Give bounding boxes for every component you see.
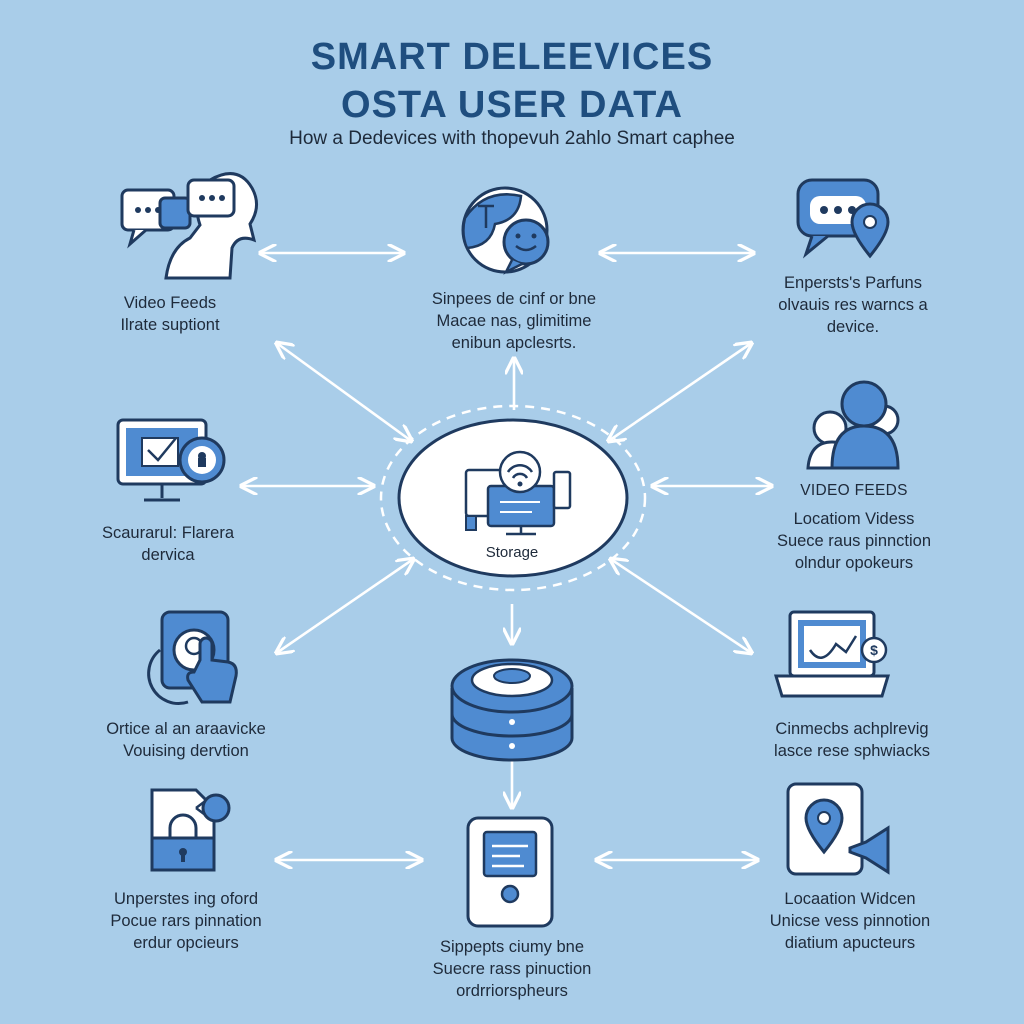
phone-device-icon bbox=[466, 816, 554, 928]
node-low-left-label: Ortice al an araavicke Vouising dervtion bbox=[78, 718, 294, 762]
node-line: Suece raus pinnction bbox=[776, 532, 932, 550]
node-top-right-label: Enpersts's Parfuns olvauis res warncs a … bbox=[740, 272, 966, 338]
node-line: olndur opokeurs bbox=[794, 554, 914, 572]
node-line: lasce rese sphwiacks bbox=[774, 742, 930, 760]
laptop-chart-icon: $ bbox=[773, 610, 891, 698]
hub-dashed-ring bbox=[379, 404, 647, 592]
people-group-icon bbox=[806, 380, 900, 470]
document-lock-icon bbox=[150, 788, 231, 872]
node-line: Unperstes ing oford bbox=[114, 890, 258, 908]
subtitle: How a Dedevices with thopevuh 2ahlo Smar… bbox=[289, 128, 735, 149]
title-line-2: OSTA USER DATA bbox=[341, 84, 683, 126]
node-line: dervica bbox=[141, 546, 195, 564]
node-line: Ortice al an araavicke bbox=[106, 720, 266, 738]
database-icon bbox=[450, 658, 574, 762]
node-line: Sinpees de cinf or bne bbox=[431, 290, 597, 308]
node-line: Sippepts ciumy bne bbox=[440, 938, 584, 956]
arrow-hub-top-left bbox=[278, 344, 410, 440]
node-line: erdur opcieurs bbox=[133, 934, 239, 952]
node-line: Locaation Widcen bbox=[784, 890, 916, 908]
globe-chat-icon bbox=[461, 186, 550, 275]
node-line: olvauis res warncs a bbox=[778, 296, 928, 314]
node-line: Ilrate suptiont bbox=[120, 316, 220, 334]
node-line: enibun apclesrts. bbox=[451, 334, 577, 352]
node-mid-left-label: Scaurarul: Flarera dervica bbox=[78, 522, 258, 566]
node-top-center-label: Sinpees de cinf or bne Macae nas, glimit… bbox=[398, 288, 630, 354]
node-line: device. bbox=[826, 318, 880, 336]
arrow-hub-low-right bbox=[612, 560, 750, 652]
node-low-right-label: Cinmecbs achplrevig lasce rese sphwiacks bbox=[742, 718, 962, 762]
node-line: Unicse vess pinnotion bbox=[769, 912, 931, 930]
node-line: Cinmecbs achplrevig bbox=[775, 720, 929, 738]
hub-storage-label: Storage bbox=[485, 544, 539, 561]
node-heading: VIDEO FEEDS bbox=[800, 482, 908, 499]
node-line: Macae nas, glimitime bbox=[436, 312, 592, 330]
node-line: diatium apucteurs bbox=[784, 934, 916, 952]
svg-text:$: $ bbox=[870, 642, 878, 658]
arrow-hub-low-left bbox=[278, 560, 412, 652]
location-camera-icon bbox=[786, 782, 890, 876]
node-line: Suecre rass pinuction bbox=[432, 960, 592, 978]
node-line: Locatiom Videss bbox=[793, 510, 915, 528]
chat-location-icon bbox=[796, 178, 890, 259]
node-line: Vouising dervtion bbox=[123, 742, 249, 760]
storage-device-icon bbox=[464, 450, 572, 536]
node-line: Pocue rars pinnation bbox=[110, 912, 262, 930]
node-bottom-right-label: Locaation Widcen Unicse vess pinnotion d… bbox=[736, 888, 964, 954]
node-line: Scaurarul: Flarera bbox=[101, 524, 235, 542]
node-mid-right-label: VIDEO FEEDS Locatiom Videss Suece raus p… bbox=[742, 480, 966, 574]
node-top-left-label: Video Feeds Ilrate suptiont bbox=[80, 292, 260, 336]
node-bottom-left-label: Unperstes ing oford Pocue rars pinnation… bbox=[78, 888, 294, 954]
chat-people-icon bbox=[120, 172, 258, 280]
node-line: Enpersts's Parfuns bbox=[784, 274, 922, 292]
touch-unlock-icon bbox=[147, 610, 238, 705]
title-line-1: SMART DELEEVICES bbox=[310, 36, 714, 78]
hub-node bbox=[379, 404, 647, 592]
node-line: ordrriorspheurs bbox=[456, 982, 568, 1000]
monitor-lock-icon bbox=[116, 418, 226, 502]
connector-arrows bbox=[243, 253, 770, 860]
node-line: Video Feeds bbox=[123, 294, 217, 312]
arrow-hub-top-right bbox=[610, 344, 750, 440]
node-bottom-center-label: Sippepts ciumy bne Suecre rass pinuction… bbox=[396, 936, 628, 1002]
